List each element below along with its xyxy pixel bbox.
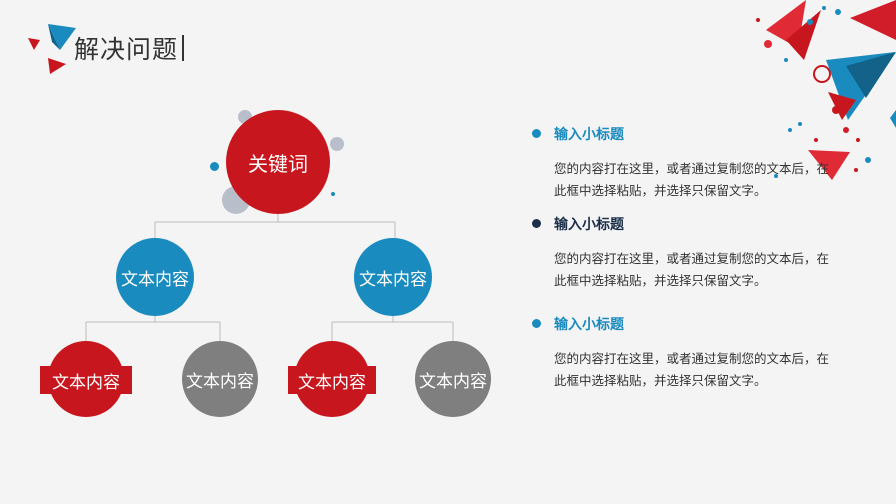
point-body: 您的内容打在这里，或者通过复制您的文本后，在此框中选择粘贴，并选择只保留文字。 [554,351,830,388]
leaf-node: 文本内容 [415,341,491,417]
point-body: 您的内容打在这里，或者通过复制您的文本后，在此框中选择粘贴，并选择只保留文字。 [554,251,830,288]
point-body: 您的内容打在这里，或者通过复制您的文本后，在此框中选择粘贴，并选择只保留文字。 [554,161,830,198]
leaf-node-label: 文本内容 [40,366,132,394]
accent-dot [330,137,344,151]
bullet-dot [532,319,541,328]
connector-lines [85,214,454,341]
logo-icon [28,24,76,74]
branch-node-left: 文本内容 [116,238,194,316]
point-title: 输入小标题 [554,127,624,143]
accent-dot [210,162,219,171]
leaf-node: 文本内容 [182,341,258,417]
point-title: 输入小标题 [554,217,624,233]
bullet-dot [532,219,541,228]
bullet-dot [532,129,541,138]
point-title: 输入小标题 [554,317,624,333]
root-node: 关键词 [226,110,330,214]
page-title: 解决问题 [74,35,179,64]
accent-dot [331,192,335,196]
hierarchy-diagram: 关键词 文本内容 文本内容 文本内容 文本内容 文本内容 文本内容 [40,110,491,417]
decoration-graphic [756,0,896,180]
branch-node-right: 文本内容 [354,238,432,316]
title-divider [182,35,184,61]
leaf-node-label: 文本内容 [288,366,376,394]
